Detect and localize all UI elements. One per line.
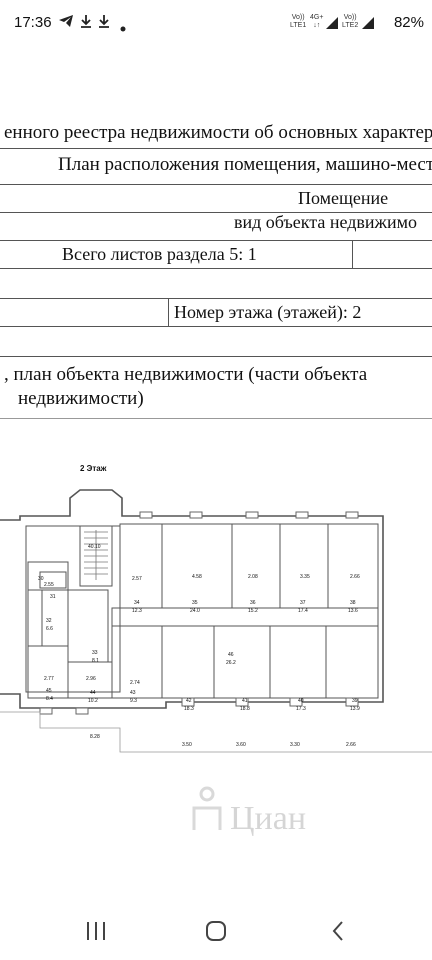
dim-label: 3.50 bbox=[182, 742, 192, 748]
back-button[interactable] bbox=[318, 914, 358, 948]
dim-label: 2.66 bbox=[350, 574, 360, 580]
doc-object-name: Помещение bbox=[298, 188, 389, 208]
clock: 17:36 bbox=[14, 14, 52, 31]
dim-label: 4.58 bbox=[192, 574, 202, 580]
room-number: 34 bbox=[134, 600, 140, 606]
dim-label: 2.96 bbox=[86, 676, 96, 682]
room-area: 13.9 bbox=[350, 706, 360, 712]
status-bar: 17:36 Vo))LTE1 4G+↓↑ Vo))LTE2 82% bbox=[0, 0, 432, 46]
room-number: 43 bbox=[130, 690, 136, 696]
table-line bbox=[0, 268, 432, 269]
room-number: 45 bbox=[46, 688, 52, 694]
home-button[interactable] bbox=[196, 914, 236, 948]
room-number: 38 bbox=[350, 600, 356, 606]
network-indicator: 4G+↓↑ bbox=[310, 14, 324, 29]
doc-object-type: вид объекта недвижимо bbox=[234, 212, 418, 232]
room-area: 12.3 bbox=[132, 608, 142, 614]
dim-label: 2.66 bbox=[346, 742, 356, 748]
room-area: 18.3 bbox=[184, 706, 194, 712]
room-area: 10.2 bbox=[88, 698, 98, 704]
sim1-indicator: Vo))LTE1 bbox=[290, 14, 307, 29]
floor-plan-drawing bbox=[0, 489, 432, 753]
watermark-text: Циан bbox=[230, 800, 307, 837]
table-line bbox=[0, 326, 432, 327]
table-line bbox=[0, 240, 432, 241]
floor-plan: 2 Этаж 40.10 2.57 4.58 2.08 3.35 2.66 2.… bbox=[0, 462, 432, 762]
doc-floor-number: Номер этажа (этажей): 2 bbox=[174, 302, 362, 322]
table-line bbox=[0, 298, 432, 299]
room-area: 18.8 bbox=[240, 706, 250, 712]
dim-label: 2.74 bbox=[130, 680, 140, 686]
room-number: 33 bbox=[92, 650, 98, 656]
room-number: 44 bbox=[90, 690, 96, 696]
room-area: 15.2 bbox=[248, 608, 258, 614]
dim-label: 2.77 bbox=[44, 676, 54, 682]
doc-sheets-count: Всего листов раздела 5: 1 bbox=[62, 244, 257, 264]
document-page: енного реестра недвижимости об основных … bbox=[0, 46, 432, 899]
doc-plan-title: План расположения помещения, машино-мест bbox=[58, 154, 432, 175]
dim-label: 2.57 bbox=[132, 576, 142, 582]
room-number: 37 bbox=[300, 600, 306, 606]
room-area: 13.6 bbox=[348, 608, 358, 614]
signal-icon bbox=[362, 16, 374, 32]
download-icon bbox=[80, 14, 92, 31]
recent-apps-button[interactable] bbox=[76, 914, 116, 948]
recent-apps-icon bbox=[87, 922, 105, 940]
dim-label: 40.10 bbox=[88, 544, 101, 550]
room-area: 8.4 bbox=[46, 696, 53, 702]
room-number: 30 bbox=[38, 576, 44, 582]
room-area: 26.2 bbox=[226, 660, 236, 666]
dim-label: 3.60 bbox=[236, 742, 246, 748]
watermark: Циан bbox=[190, 786, 390, 846]
dim-label: 8.28 bbox=[90, 734, 100, 740]
telegram-icon bbox=[58, 14, 74, 31]
room-area: 8.1 bbox=[92, 658, 99, 664]
table-line bbox=[0, 212, 432, 213]
plan-title: 2 Этаж bbox=[80, 464, 107, 473]
navigation-bar bbox=[0, 900, 432, 960]
back-icon bbox=[332, 921, 343, 941]
table-line bbox=[168, 298, 169, 326]
dim-label: 2.08 bbox=[248, 574, 258, 580]
room-area: 24.0 bbox=[190, 608, 200, 614]
room-number: 31 bbox=[50, 594, 56, 600]
room-number: 39 bbox=[352, 698, 358, 704]
download-icon bbox=[98, 14, 110, 31]
room-number: 35 bbox=[192, 600, 198, 606]
signal-icon bbox=[326, 16, 338, 32]
table-line bbox=[0, 148, 432, 149]
doc-heading-line: енного реестра недвижимости об основных … bbox=[4, 122, 432, 143]
dot-icon bbox=[120, 19, 126, 35]
sim2-indicator: Vo))LTE2 bbox=[342, 14, 359, 29]
battery-level: 82% bbox=[393, 14, 424, 31]
table-line bbox=[0, 356, 432, 357]
room-number: 41 bbox=[242, 698, 248, 704]
watermark-logo-icon bbox=[192, 786, 222, 830]
table-line bbox=[352, 240, 353, 268]
room-area: 17.3 bbox=[296, 706, 306, 712]
table-line bbox=[0, 418, 432, 419]
room-number: 46 bbox=[228, 652, 234, 658]
room-area: 6.6 bbox=[46, 626, 53, 632]
table-line bbox=[0, 184, 432, 185]
room-number: 40 bbox=[298, 698, 304, 704]
room-area: 17.4 bbox=[298, 608, 308, 614]
doc-plan-caption: , план объекта недвижимости (части объек… bbox=[4, 364, 368, 385]
home-icon bbox=[206, 921, 226, 941]
room-number: 32 bbox=[46, 618, 52, 624]
dim-label: 2.55 bbox=[44, 582, 54, 588]
room-number: 42 bbox=[186, 698, 192, 704]
room-area: 9.3 bbox=[130, 698, 137, 704]
dim-label: 3.35 bbox=[300, 574, 310, 580]
dim-label: 3.30 bbox=[290, 742, 300, 748]
doc-plan-caption-cont: недвижимости) bbox=[18, 388, 144, 409]
room-number: 36 bbox=[250, 600, 256, 606]
